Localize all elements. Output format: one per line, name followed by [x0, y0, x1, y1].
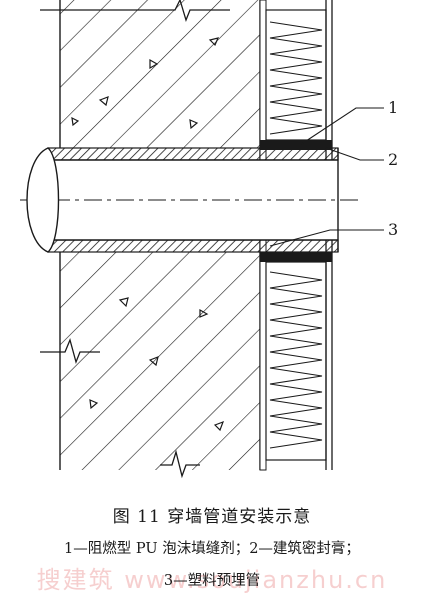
callout-labels: 1 2 3 — [388, 98, 398, 239]
aggregate-marks — [71, 37, 225, 432]
break-lines — [40, 0, 230, 479]
legend-line-1: 1—阻燃型 PU 泡沫填缝剂；2—建筑密封膏； — [64, 541, 360, 557]
leader-1 — [299, 107, 384, 146]
callout-1: 1 — [388, 98, 398, 117]
leader-2 — [325, 147, 384, 161]
figure-title: 图 11 穿墙管道安装示意 — [112, 507, 312, 527]
callout-3: 3 — [388, 220, 398, 239]
watermark: 搜建筑 www.soujianzhu.cn — [36, 566, 388, 594]
leader-3 — [269, 229, 384, 247]
sealant-layers — [260, 140, 332, 262]
wall-pipe-diagram: 1 2 3 — [20, 0, 398, 479]
callout-leaders — [269, 107, 384, 247]
concrete-wall — [40, 0, 261, 479]
pipe — [20, 147, 360, 253]
callout-2: 2 — [388, 150, 398, 169]
legend-line-2: 3—塑料预埋管 — [163, 573, 261, 589]
